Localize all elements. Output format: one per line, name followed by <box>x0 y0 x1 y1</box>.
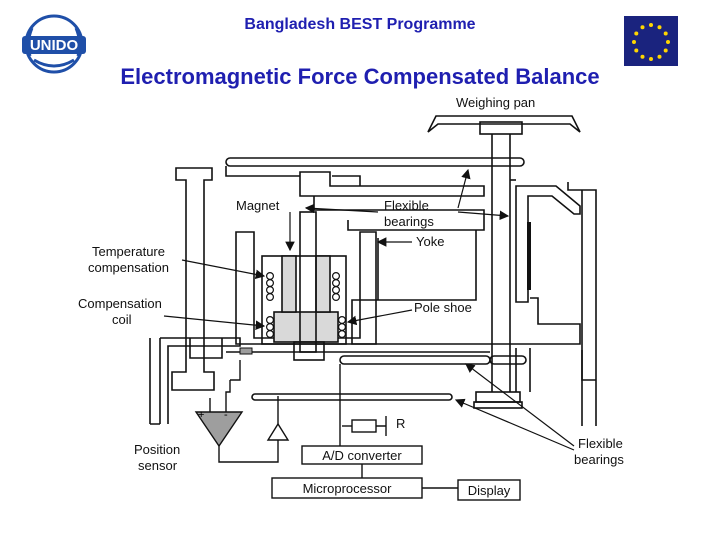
bottom-plate <box>251 393 453 401</box>
label-weighing-pan: Weighing pan <box>456 95 535 110</box>
label-compensation-1: Compensation <box>78 296 162 311</box>
label-flexible-bearings-top-2: bearings <box>384 214 434 229</box>
magnet <box>281 255 297 313</box>
label-position-2: sensor <box>138 458 178 473</box>
unido-logo-text: UNIDO <box>30 37 79 54</box>
temperature-coil <box>266 272 341 302</box>
right-housing <box>351 230 581 345</box>
resistor <box>351 419 377 433</box>
label-magnet: Magnet <box>236 198 280 213</box>
left-frame <box>171 167 215 391</box>
sensor-minus: - <box>224 409 228 421</box>
slide-title: Electromagnetic Force Compensated Balanc… <box>120 64 600 89</box>
weighing-pan <box>427 115 581 133</box>
magnet-housing <box>261 255 347 345</box>
sensor-flag <box>239 347 253 355</box>
main-housing <box>299 171 485 197</box>
unido-emblem-icon <box>22 14 86 74</box>
label-pole-shoe: Pole shoe <box>414 300 472 315</box>
compensation-coil <box>266 316 347 339</box>
upper-lever <box>225 157 525 167</box>
label-flexible-bearings-bottom-1: Flexible <box>578 436 623 451</box>
base-left <box>149 338 161 425</box>
label-temperature-2: compensation <box>88 260 169 275</box>
unido-logo: UNIDO <box>22 14 86 74</box>
label-position-1: Position <box>134 442 180 457</box>
label-microprocessor: Microprocessor <box>303 481 393 496</box>
center-column <box>491 134 511 392</box>
label-flexible-bearings-top-1: Flexible <box>384 198 429 213</box>
sensor-plus: + <box>198 409 204 421</box>
flexure-bar <box>527 222 531 290</box>
label-flexible-bearings-bottom-2: bearings <box>574 452 624 467</box>
base-arm <box>160 337 241 424</box>
label-resistor: R <box>396 416 405 431</box>
lower-lever <box>339 355 491 365</box>
display-box <box>457 479 521 501</box>
amplifier <box>266 422 290 441</box>
eu-flag-icon <box>624 16 678 66</box>
pole-shoe <box>273 311 339 343</box>
right-arm <box>515 185 581 303</box>
position-sensor <box>194 411 244 448</box>
pan-hub <box>479 121 523 135</box>
label-yoke: Yoke <box>416 234 444 249</box>
label-compensation-2: coil <box>112 312 132 327</box>
label-display: Display <box>468 483 511 498</box>
lower-lever-right <box>489 355 527 365</box>
programme-title: Bangladesh BEST Programme <box>244 16 476 33</box>
label-ad-converter: A/D converter <box>322 448 402 463</box>
label-temperature-1: Temperature <box>92 244 165 259</box>
